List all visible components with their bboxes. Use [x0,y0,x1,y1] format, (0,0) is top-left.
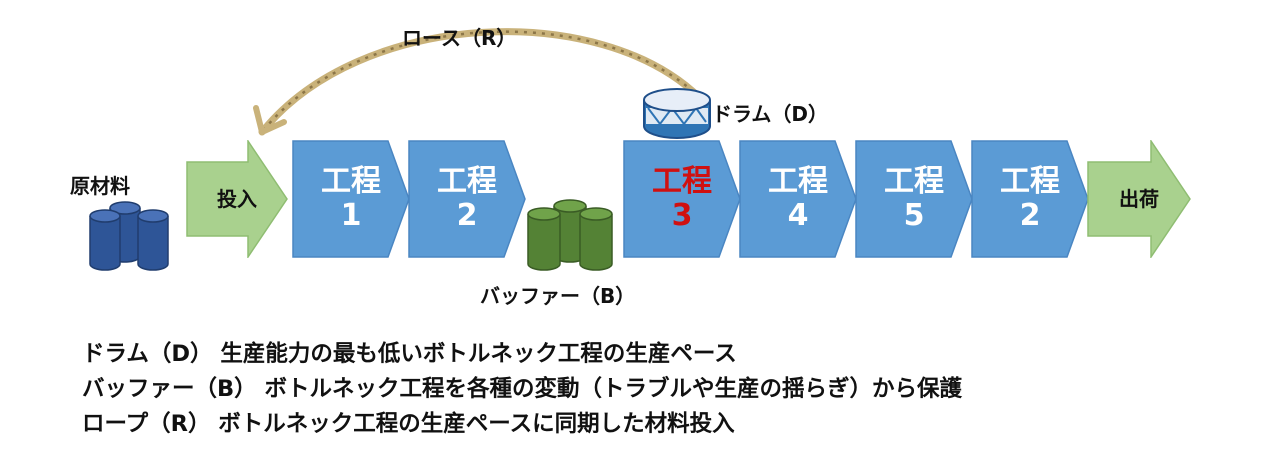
input-label: 投入 [217,186,257,211]
step-number: 1 [340,198,362,233]
drum-label: ドラム（D） [712,102,829,126]
step-number: 2 [1019,198,1041,233]
rope-label: ロース（R） [402,26,517,50]
output-arrow: 出荷 [1087,140,1191,258]
note-drum: ドラム（D） 生産能力の最も低いボトルネック工程の生産ペース [82,341,737,367]
step-name: 工程 [437,163,497,199]
buffer-label: バッファー（B） [480,284,636,308]
step-name: 工程 [652,163,712,199]
input-arrow: 投入 [186,140,288,258]
step-name: 工程 [1000,163,1060,199]
raw-material-barrels-icon [89,201,169,271]
raw-material-label: 原材料 [70,174,130,198]
step-name: 工程 [768,163,828,199]
barrel-icon [579,207,613,271]
barrel-icon [137,209,169,271]
barrel-icon [89,209,121,271]
step-name: 工程 [321,163,381,199]
step-number: 5 [903,198,925,233]
drum-icon [643,88,711,139]
buffer-barrels-icon [527,199,613,271]
note-rope: ロープ（R） ボトルネック工程の生産ペースに同期した材料投入 [82,411,735,437]
note-buffer: バッファー（B） ボトルネック工程を各種の変動（トラブルや生産の揺らぎ）から保護 [82,376,962,402]
output-label: 出荷 [1119,186,1159,211]
step-number: 2 [456,198,478,233]
rope-arrowhead-icon [253,105,287,135]
barrel-icon [527,207,561,271]
step-number: 4 [787,198,809,233]
barrel-icon [553,199,587,263]
step-name: 工程 [884,163,944,199]
step-number: 3 [671,198,693,233]
